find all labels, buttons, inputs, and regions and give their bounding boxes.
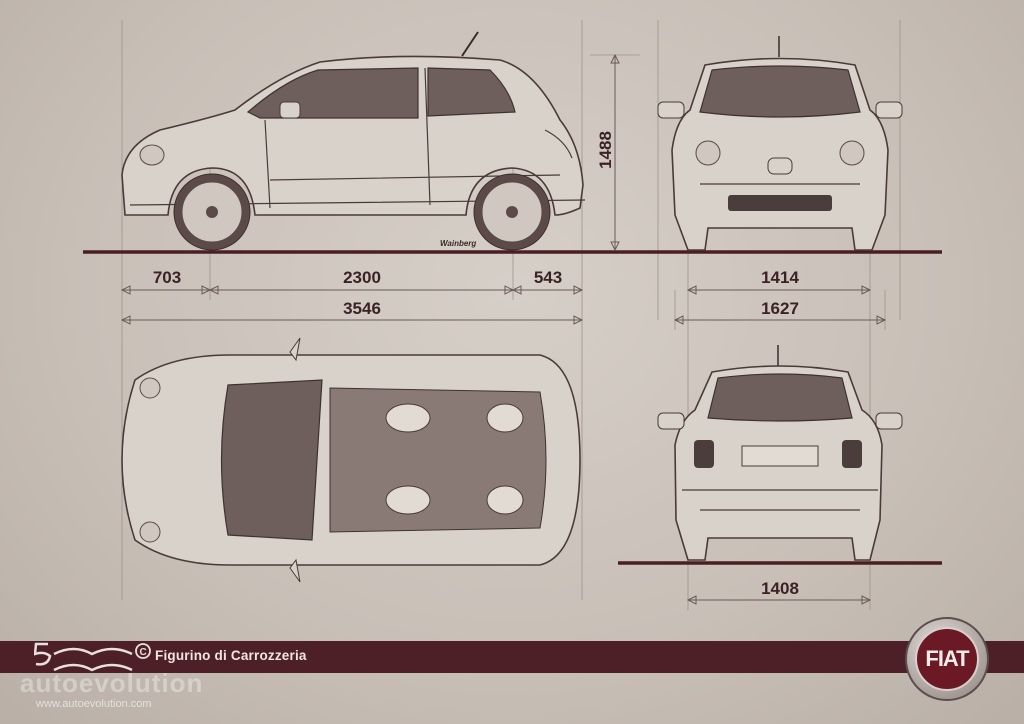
dim-rear-track: 1408 [761, 579, 799, 598]
dim-height: 1488 [596, 131, 615, 169]
dim-width: 1627 [761, 299, 799, 318]
dim-front-overhang: 703 [153, 268, 181, 287]
car-front-view [657, 36, 903, 251]
car-rear-view [657, 345, 903, 561]
car-side-view: Wainberg [121, 31, 586, 251]
dimension-lines [120, 53, 887, 605]
dim-length: 3546 [343, 299, 381, 318]
svg-text:C: C [140, 647, 147, 658]
designer-signature: Wainberg [440, 239, 476, 248]
dim-rear-overhang: 543 [534, 268, 562, 287]
watermark-url: www.autoevolution.com [36, 698, 152, 710]
dim-wheelbase: 2300 [343, 268, 381, 287]
footer-title: Figurino di Carrozzeria [155, 648, 307, 663]
fiat-500-logo: C [34, 642, 151, 672]
watermark: autoevolution [20, 668, 204, 698]
guide-lines [121, 20, 901, 610]
footer-band [0, 641, 1024, 673]
dim-front-track: 1414 [761, 268, 799, 287]
car-top-view [121, 337, 581, 583]
fiat-logo: FIAT [905, 617, 989, 701]
fiat-logo-text: FIAT [915, 627, 979, 691]
